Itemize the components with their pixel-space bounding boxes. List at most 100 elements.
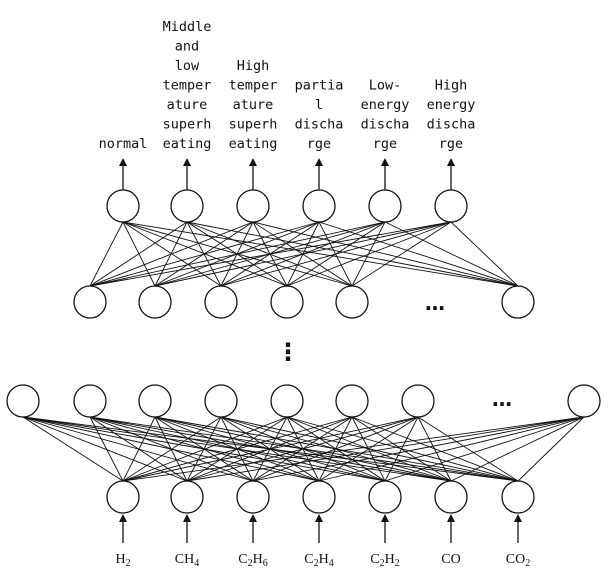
- edge-hidden-input: [186, 416, 419, 482]
- neuron-input: [434, 480, 468, 514]
- edge-output-hidden: [89, 221, 452, 287]
- neuron-hiddenBot: [270, 384, 304, 418]
- output-arrow-head: [447, 158, 455, 166]
- neuron-output: [170, 189, 204, 223]
- neuron-output: [434, 189, 468, 223]
- neuron-input: [302, 480, 336, 514]
- neuron-output: [368, 189, 402, 223]
- edge-hidden-input: [122, 416, 156, 482]
- output-label-line: rge: [373, 136, 397, 152]
- neuron-hiddenBot: [401, 384, 435, 418]
- output-label-line: Middle: [163, 19, 212, 35]
- edge-hidden-input: [417, 416, 519, 482]
- edge-hidden-input: [450, 416, 585, 482]
- labels: … … ⋮ normalMiddleandlowtemperaturesuper…: [99, 19, 531, 569]
- edge-hidden-input: [318, 416, 419, 482]
- output-label-line: rge: [307, 136, 331, 152]
- input-arrow-head: [119, 514, 127, 522]
- edge-hidden-input: [252, 416, 585, 482]
- edge-hidden-input: [122, 416, 419, 482]
- neuron-hiddenTop: [204, 285, 238, 319]
- edge-output-hidden: [318, 221, 519, 287]
- output-label-line: energy: [361, 97, 410, 113]
- output-label-line: normal: [99, 136, 148, 152]
- neuron-hiddenBot: [567, 384, 601, 418]
- output-label-line: ature: [233, 97, 274, 113]
- edge-hidden-input: [89, 416, 124, 482]
- output-arrow-head: [183, 158, 191, 166]
- input-arrow-head: [249, 514, 257, 522]
- output-arrow-head: [381, 158, 389, 166]
- neuron-input: [501, 480, 535, 514]
- output-label-line: discha: [427, 117, 476, 133]
- edge-hidden-input: [122, 416, 222, 482]
- output-label-line: temper: [229, 78, 278, 94]
- input-arrow-head: [183, 514, 191, 522]
- neuron-nodes: [6, 189, 601, 514]
- hidden-bottom-ellipsis: …: [492, 387, 512, 411]
- edge-output-hidden: [122, 221, 519, 287]
- edge-hidden-input: [122, 416, 353, 482]
- neuron-hiddenBot: [73, 384, 107, 418]
- edge-output-hidden: [89, 221, 254, 287]
- output-label-line: ature: [167, 97, 208, 113]
- edge-hidden-input: [517, 416, 585, 482]
- input-arrow-head: [447, 514, 455, 522]
- output-label-line: Low-: [369, 78, 402, 94]
- input-label: H2: [115, 552, 130, 569]
- edge-hidden-input: [122, 416, 585, 482]
- signal-arrows: [119, 158, 522, 543]
- neuron-hiddenTop: [501, 285, 535, 319]
- edge-output-hidden: [89, 221, 124, 287]
- output-label-line: High: [435, 78, 468, 94]
- output-label-line: l: [315, 97, 323, 113]
- edge-hidden-input: [186, 416, 585, 482]
- edge-hidden-input: [154, 416, 188, 482]
- input-arrow-head: [315, 514, 323, 522]
- neuron-input: [106, 480, 140, 514]
- input-label: C2H4: [304, 552, 333, 569]
- output-label-line: High: [237, 58, 270, 74]
- edge-hidden-input: [252, 416, 419, 482]
- hidden-top-ellipsis: …: [425, 291, 445, 315]
- input-label: CO: [441, 552, 460, 567]
- output-label-line: energy: [427, 97, 476, 113]
- output-label-line: and: [175, 39, 199, 55]
- edge-output-hidden: [186, 221, 519, 287]
- output-arrow-head: [249, 158, 257, 166]
- edge-output-hidden: [89, 221, 320, 287]
- output-arrow-head: [119, 158, 127, 166]
- edge-output-hidden: [89, 221, 188, 287]
- neuron-output: [106, 189, 140, 223]
- neuron-hiddenTop: [73, 285, 107, 319]
- neuron-output: [236, 189, 270, 223]
- neuron-hiddenBot: [204, 384, 238, 418]
- edge-output-hidden: [351, 221, 452, 287]
- input-label: C2H6: [238, 552, 267, 569]
- output-arrow-head: [315, 158, 323, 166]
- neuron-input: [368, 480, 402, 514]
- edge-output-hidden: [154, 221, 452, 287]
- edge-output-hidden: [89, 221, 386, 287]
- vertical-ellipsis: ⋮: [276, 338, 300, 366]
- edge-hidden-input: [417, 416, 452, 482]
- output-label-line: low: [175, 58, 200, 74]
- output-label-line: discha: [295, 117, 344, 133]
- input-label: CH4: [175, 552, 199, 569]
- edge-output-hidden: [220, 221, 452, 287]
- output-label-line: temper: [163, 78, 212, 94]
- input-arrow-head: [514, 514, 522, 522]
- connection-lines: [22, 221, 585, 482]
- edge-output-hidden: [450, 221, 519, 287]
- edge-hidden-input: [384, 416, 419, 482]
- edge-output-hidden: [384, 221, 519, 287]
- neuron-hiddenTop: [270, 285, 304, 319]
- edge-hidden-input: [122, 416, 288, 482]
- neuron-hiddenBot: [138, 384, 172, 418]
- edge-output-hidden: [252, 221, 519, 287]
- neuron-hiddenBot: [6, 384, 40, 418]
- neuron-hiddenTop: [138, 285, 172, 319]
- input-arrow-head: [381, 514, 389, 522]
- neuron-output: [302, 189, 336, 223]
